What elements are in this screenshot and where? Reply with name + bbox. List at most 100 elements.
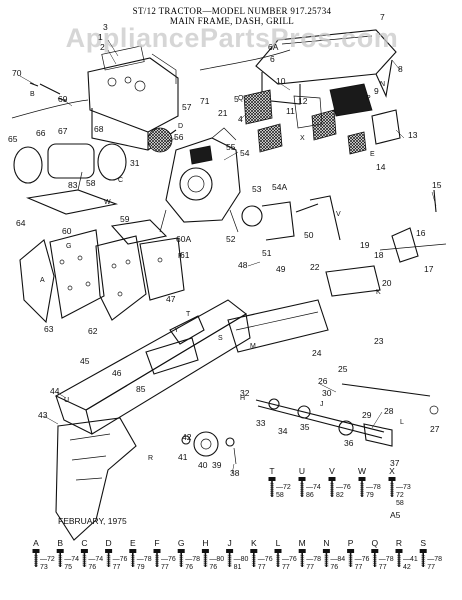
hardware-letter: G [178,538,185,548]
view-letter: H [240,395,245,402]
hardware-letter: M [299,538,306,548]
diagram-subtitle: MAIN FRAME, DASH, GRILL [170,16,294,26]
hardware-part-number: 77 [113,564,121,571]
view-letter: C [118,177,123,184]
callout-label: 70 [12,68,22,78]
hardware-letter: S [420,538,426,548]
bolt-icon [250,549,258,567]
callout-label: 53 [252,184,262,194]
hardware-part-number: 72 [396,492,404,499]
hardware-part-number: —76 [282,556,297,563]
callout-label: 42 [182,432,192,442]
battery-and-lights [13,143,127,215]
callout-label: 66 [36,128,46,138]
hardware-letter: T [269,466,274,476]
hardware-part-number: —73 [396,484,411,491]
callout-label: 60A [176,234,191,244]
rear-axle-parts [241,189,447,447]
callout-label: 13 [408,130,418,140]
view-letter: V [336,211,341,218]
callout-label: 36 [344,438,354,448]
callout-label: 43 [38,410,48,420]
callout-label: 62 [88,326,98,336]
callout-label: 56 [174,132,184,142]
hardware-part-number: —74 [306,484,321,491]
revision-code: A5 [390,510,401,520]
hardware-part-number: 81 [234,564,242,571]
hardware-part-number: —76 [113,556,128,563]
callout-label: 83 [68,180,78,190]
hardware-letter: R [396,538,402,548]
callout-label: 67 [58,126,68,136]
bolt-icon [322,549,330,567]
callout-label: 46 [112,368,122,378]
callout-label: 65 [8,134,18,144]
callout-label: 45 [80,356,90,366]
hardware-letter: C [81,538,87,548]
callout-label: 28 [384,406,394,416]
diagram-title: ST/12 TRACTOR—MODEL NUMBER 917.25734 [133,6,332,16]
view-letter-labels: A B C D E F G H J K L M N P Q R S T U V … [30,81,404,462]
view-letter: P [366,95,371,102]
bolt-icon [371,549,379,567]
callout-label: 32 [240,388,250,398]
callout-label: 14 [376,162,386,172]
callout-label: 71 [200,96,210,106]
hardware-letter: E [130,538,136,548]
hardware-part-number: 75 [64,564,72,571]
view-letter: L [400,419,404,426]
hardware-letter: D [106,538,112,548]
view-letter: B [30,91,35,98]
callout-label: 34 [278,426,288,436]
callout-label: 54 [240,148,250,158]
hardware-part-number: —74 [88,556,103,563]
hardware-part-number: —80 [209,556,224,563]
callout-label: 8 [398,64,403,74]
hardware-part-number: —41 [403,556,418,563]
hardware-part-number: —78 [137,556,152,563]
watermark-text: AppliancePartsPros.com [66,23,399,53]
hardware-part-number: 42 [403,564,411,571]
hardware-part-number: 73 [40,564,48,571]
callout-label: 48 [238,260,248,270]
callout-label: 57 [182,102,192,112]
hardware-part-number: 77 [258,564,266,571]
hardware-letter: L [276,538,281,548]
callout-label: 15 [432,180,442,190]
callout-label: 18 [374,250,384,260]
hardware-row-2: A—7273B—7475C—7476D—7677E—7879F—7677G—78… [32,538,442,571]
callout-label: 20 [382,278,392,288]
hood-assembly [243,29,401,155]
callout-label: 24 [312,348,322,358]
view-letter: S [218,335,223,342]
callout-label: 6A [268,42,279,52]
revision-date: FEBRUARY, 1975 [58,516,127,526]
bolt-icon [201,549,209,567]
hardware-letter: U [299,466,305,476]
hardware-part-number: 77 [427,564,435,571]
hardware-part-number: 76 [209,564,217,571]
bolt-icon [347,549,355,567]
hardware-letter: X [389,466,395,476]
hardware-part-number: 77 [306,564,314,571]
bolt-icon [298,477,306,497]
view-letter: R [148,455,153,462]
callout-label: 11 [286,106,295,116]
hardware-letter: K [251,538,257,548]
bolt-icon [328,477,336,497]
hardware-letter: P [348,538,354,548]
callout-label: 9 [374,86,379,96]
hardware-part-number: 82 [336,492,344,499]
